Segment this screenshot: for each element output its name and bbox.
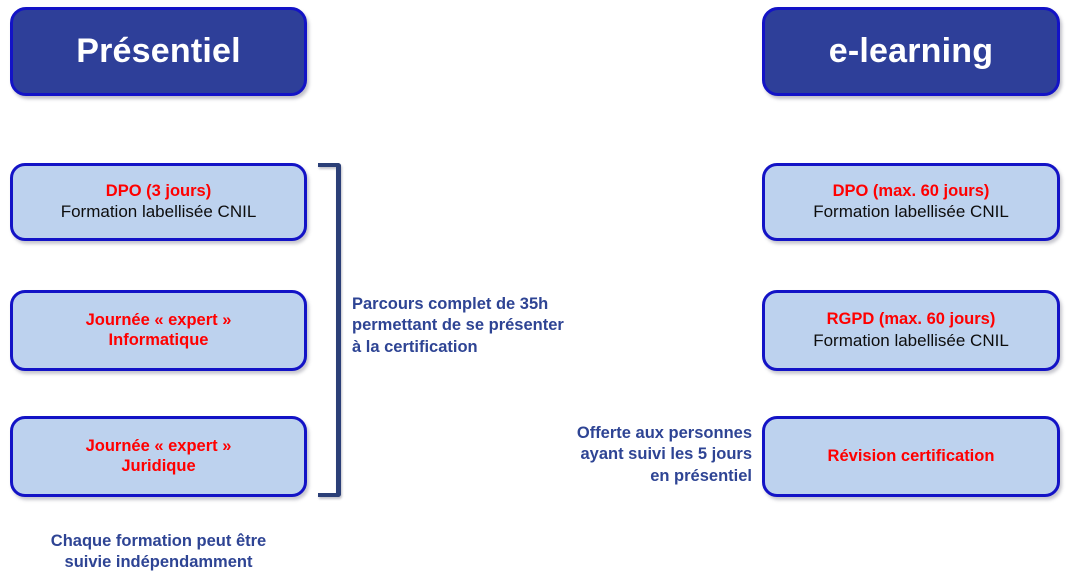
left-module-expert-informatique-title: Journée « expert » Informatique (85, 311, 232, 349)
column-header-elearning[interactable]: e-learning (762, 7, 1060, 96)
right-module-rgpd-subtitle: Formation labellisée CNIL (813, 330, 1009, 350)
column-header-presentiel-label: Présentiel (76, 31, 241, 70)
right-module-dpo-subtitle: Formation labellisée CNIL (813, 202, 1009, 222)
left-module-card-dpo[interactable]: DPO (3 jours) Formation labellisée CNIL (10, 163, 307, 241)
left-module-dpo-title: DPO (3 jours) (105, 181, 212, 200)
left-column-footnote: Chaque formation peut être suivie indépe… (50, 532, 267, 572)
right-module-rgpd-title: RGPD (max. 60 jours) (826, 310, 996, 329)
right-module-card-rgpd[interactable]: RGPD (max. 60 jours) Formation labellisé… (762, 290, 1060, 371)
right-module-card-revision[interactable]: Révision certification (762, 416, 1060, 497)
grouping-bracket-icon (318, 163, 341, 497)
left-module-card-expert-juridique[interactable]: Journée « expert » Juridique (10, 416, 307, 497)
right-module-revision-title: Révision certification (827, 446, 995, 465)
column-header-presentiel[interactable]: Présentiel (10, 7, 307, 96)
right-module-dpo-title: DPO (max. 60 jours) (832, 181, 990, 200)
left-module-card-expert-informatique[interactable]: Journée « expert » Informatique (10, 290, 307, 371)
right-module-card-dpo[interactable]: DPO (max. 60 jours) Formation labellisée… (762, 163, 1060, 241)
left-module-expert-juridique-title: Journée « expert » Juridique (85, 437, 232, 475)
offer-note: Offerte aux personnes ayant suivi les 5 … (576, 424, 752, 485)
left-module-dpo-subtitle: Formation labellisée CNIL (60, 202, 257, 222)
bracket-note: Parcours complet de 35h permettant de se… (352, 295, 564, 356)
column-header-elearning-label: e-learning (828, 31, 994, 70)
